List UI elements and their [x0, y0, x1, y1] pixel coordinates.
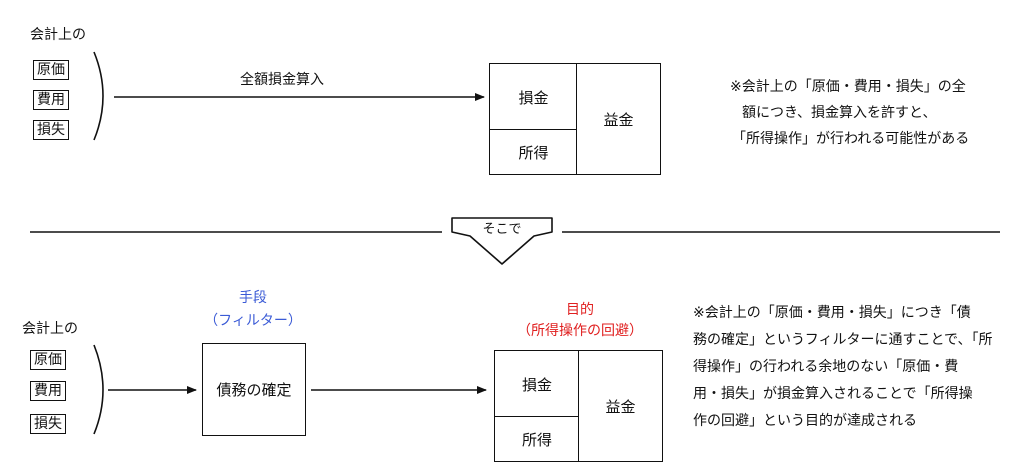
- bottom-grid-loss: 損金: [494, 350, 580, 418]
- top-note-line: 「所得操作」が行われる可能性がある: [732, 131, 970, 147]
- top-accounting-label: 会計上の: [30, 27, 86, 43]
- means-subtitle: （フィルター）: [204, 313, 302, 329]
- top-item-loss: 損失: [33, 120, 69, 140]
- bottom-note-line: 作の回避」という目的が達成される: [693, 413, 917, 429]
- top-item-expense: 費用: [33, 90, 69, 110]
- top-grid-income: 所得: [489, 129, 578, 175]
- means-title: 手段: [239, 290, 267, 306]
- bottom-accounting-label: 会計上の: [22, 321, 78, 337]
- bottom-note-line: 務の確定」というフィルターに通すことで、「所: [693, 332, 993, 348]
- bottom-note-line: 得操作」の行われる余地のない「原価・費: [693, 359, 959, 375]
- bottom-item-loss: 損失: [30, 414, 66, 434]
- top-note: ※会計上の「原価・費用・損失」の全 額につき、損金算入を許すと、 「所得操作」が…: [730, 74, 969, 152]
- bottom-item-expense: 費用: [30, 381, 66, 401]
- top-note-line: ※会計上の「原価・費用・損失」の全: [730, 79, 966, 95]
- top-grid-loss: 損金: [489, 63, 578, 131]
- filter-box: 債務の確定: [202, 343, 306, 436]
- bottom-note-line: ※会計上の「原価・費用・損失」につき「債: [693, 305, 971, 321]
- top-item-cost: 原価: [33, 60, 69, 80]
- goal-title: 目的: [566, 302, 594, 318]
- top-bracket: [93, 51, 104, 141]
- bottom-bracket: [93, 344, 104, 435]
- goal-subtitle: （所得操作の回避）: [517, 323, 643, 339]
- top-arrow-label: 全額損金算入: [240, 72, 324, 88]
- down-arrow-shape: [451, 217, 553, 265]
- divider-label: そこで: [482, 222, 522, 237]
- top-grid-profit: 益金: [576, 63, 661, 175]
- top-note-line: 額につき、損金算入を許すと、: [742, 105, 937, 121]
- bottom-note: ※会計上の「原価・費用・損失」につき「債 務の確定」というフィルターに通すことで…: [693, 300, 992, 435]
- bottom-grid-income: 所得: [494, 416, 580, 462]
- bottom-grid-profit: 益金: [578, 350, 663, 462]
- bottom-item-cost: 原価: [30, 350, 66, 370]
- bottom-note-line: 用・損失」が損金算入されることで「所得操: [693, 386, 973, 402]
